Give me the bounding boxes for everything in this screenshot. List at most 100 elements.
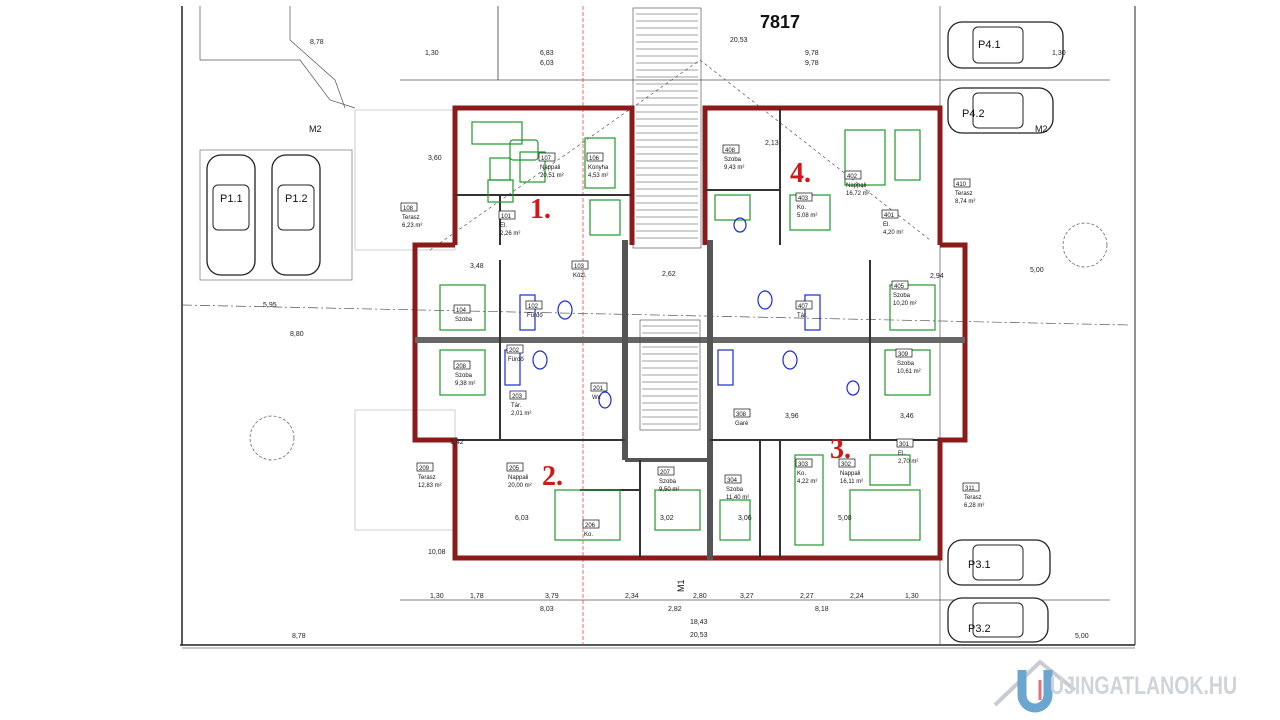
room-name: Nappali [508, 475, 528, 481]
room-area: 2,26 m² [500, 231, 520, 237]
room-name: Nappali [840, 471, 860, 477]
watermark-text: UJINGATLANOK.HU [1050, 672, 1238, 700]
room-area: 8,74 m² [955, 199, 975, 205]
room-name: Terasz [402, 215, 420, 221]
watermark-logo [993, 659, 1077, 713]
room-area: 5,08 m² [797, 213, 817, 219]
unit-number-2: 2. [542, 461, 563, 492]
dimension-label: 20,53 [690, 632, 708, 639]
dimension-label: 3,60 [428, 155, 442, 162]
room-area: 6,28 m² [964, 503, 984, 509]
room-name: Ko. [584, 532, 593, 538]
room-number: 208 [456, 364, 467, 370]
room-number: 308 [736, 412, 747, 418]
dimension-label: 8,80 [290, 331, 304, 338]
room-area: 10,61 m² [897, 369, 921, 375]
dimension-label: 6,03 [540, 60, 554, 67]
interior-walls [415, 108, 965, 560]
dimension-label: 3,02 [660, 515, 674, 522]
car-4: P4.2 [947, 87, 1054, 134]
dimension-label: 1,30 [905, 593, 919, 600]
room-name: Konyha [588, 165, 609, 171]
dimension-label: 6,03 [515, 515, 529, 522]
parking-label: P3.2 [968, 623, 991, 635]
room-name: El. [898, 451, 905, 457]
room-area: 9,50 m² [659, 487, 679, 493]
sanitary-fixtures [504, 217, 860, 409]
room-area: 9,38 m² [455, 381, 475, 387]
room-area: 6,23 m² [402, 223, 422, 229]
dimension-label: 3,79 [545, 593, 559, 600]
room-number: 410 [956, 182, 967, 188]
dimension-label: 2,13 [765, 140, 779, 147]
room-number: 301 [899, 442, 910, 448]
room-number: 302 [841, 462, 852, 468]
room-number: 205 [509, 466, 520, 472]
parking-label: P4.2 [962, 108, 985, 120]
room-area: 20,51 m² [540, 173, 564, 179]
room-number: 209 [419, 466, 430, 472]
room-area: 11,40 m² [726, 495, 749, 501]
room-name: Fürdő [508, 357, 524, 363]
room-number: 103 [574, 264, 585, 270]
room-name: Nappali [846, 183, 866, 189]
parking-label: P1.2 [285, 193, 308, 205]
dimension-label: 3,96 [785, 413, 799, 420]
room-number: 407 [798, 304, 809, 310]
car-6: P3.2 [947, 597, 1049, 643]
dimension-label: 9,78 [805, 50, 819, 57]
room-area: 20,00 m² [508, 483, 532, 489]
room-name: Fürdő [527, 313, 543, 319]
room-number: 309 [898, 352, 909, 358]
room-name: Tár. [797, 313, 808, 319]
room-number: 106 [589, 156, 600, 162]
room-name: Szoba [659, 479, 677, 485]
room-number: 401 [884, 213, 895, 219]
exterior-stairs [632, 7, 702, 249]
car-2: P1.2 [271, 154, 321, 276]
room-name: Terasz [418, 475, 436, 481]
room-name: Ko. [797, 205, 806, 211]
dimension-label: 2,82 [668, 606, 682, 613]
dimension-label: 3,46 [900, 413, 914, 420]
dimension-label: 10,08 [428, 549, 446, 556]
room-number: 102 [528, 304, 539, 310]
parking-label: P3.1 [968, 559, 991, 571]
room-name: Ko. [797, 471, 806, 477]
marker-m2-left: M2 [309, 124, 322, 134]
room-name: El. [883, 222, 890, 228]
room-name: Garé [735, 421, 749, 427]
room-area: 16,11 m² [840, 479, 863, 485]
room-number: 207 [660, 470, 671, 476]
room-area: 2,01 m² [511, 411, 531, 417]
site-lines [181, 6, 1131, 645]
room-name: Szoba [893, 293, 911, 299]
room-name: Szoba [897, 361, 915, 367]
dimension-label: 2,27 [800, 593, 814, 600]
room-name: Nappali [540, 165, 560, 171]
dimension-label: 1,42 [450, 439, 464, 446]
room-number: 311 [965, 486, 975, 492]
dimension-label: 1,30 [425, 50, 439, 57]
room-name: Terasz [964, 495, 982, 501]
dimension-label: 18,43 [690, 619, 708, 626]
dimension-label: 1,30 [1052, 50, 1066, 57]
room-area: 9,43 m² [724, 165, 744, 171]
